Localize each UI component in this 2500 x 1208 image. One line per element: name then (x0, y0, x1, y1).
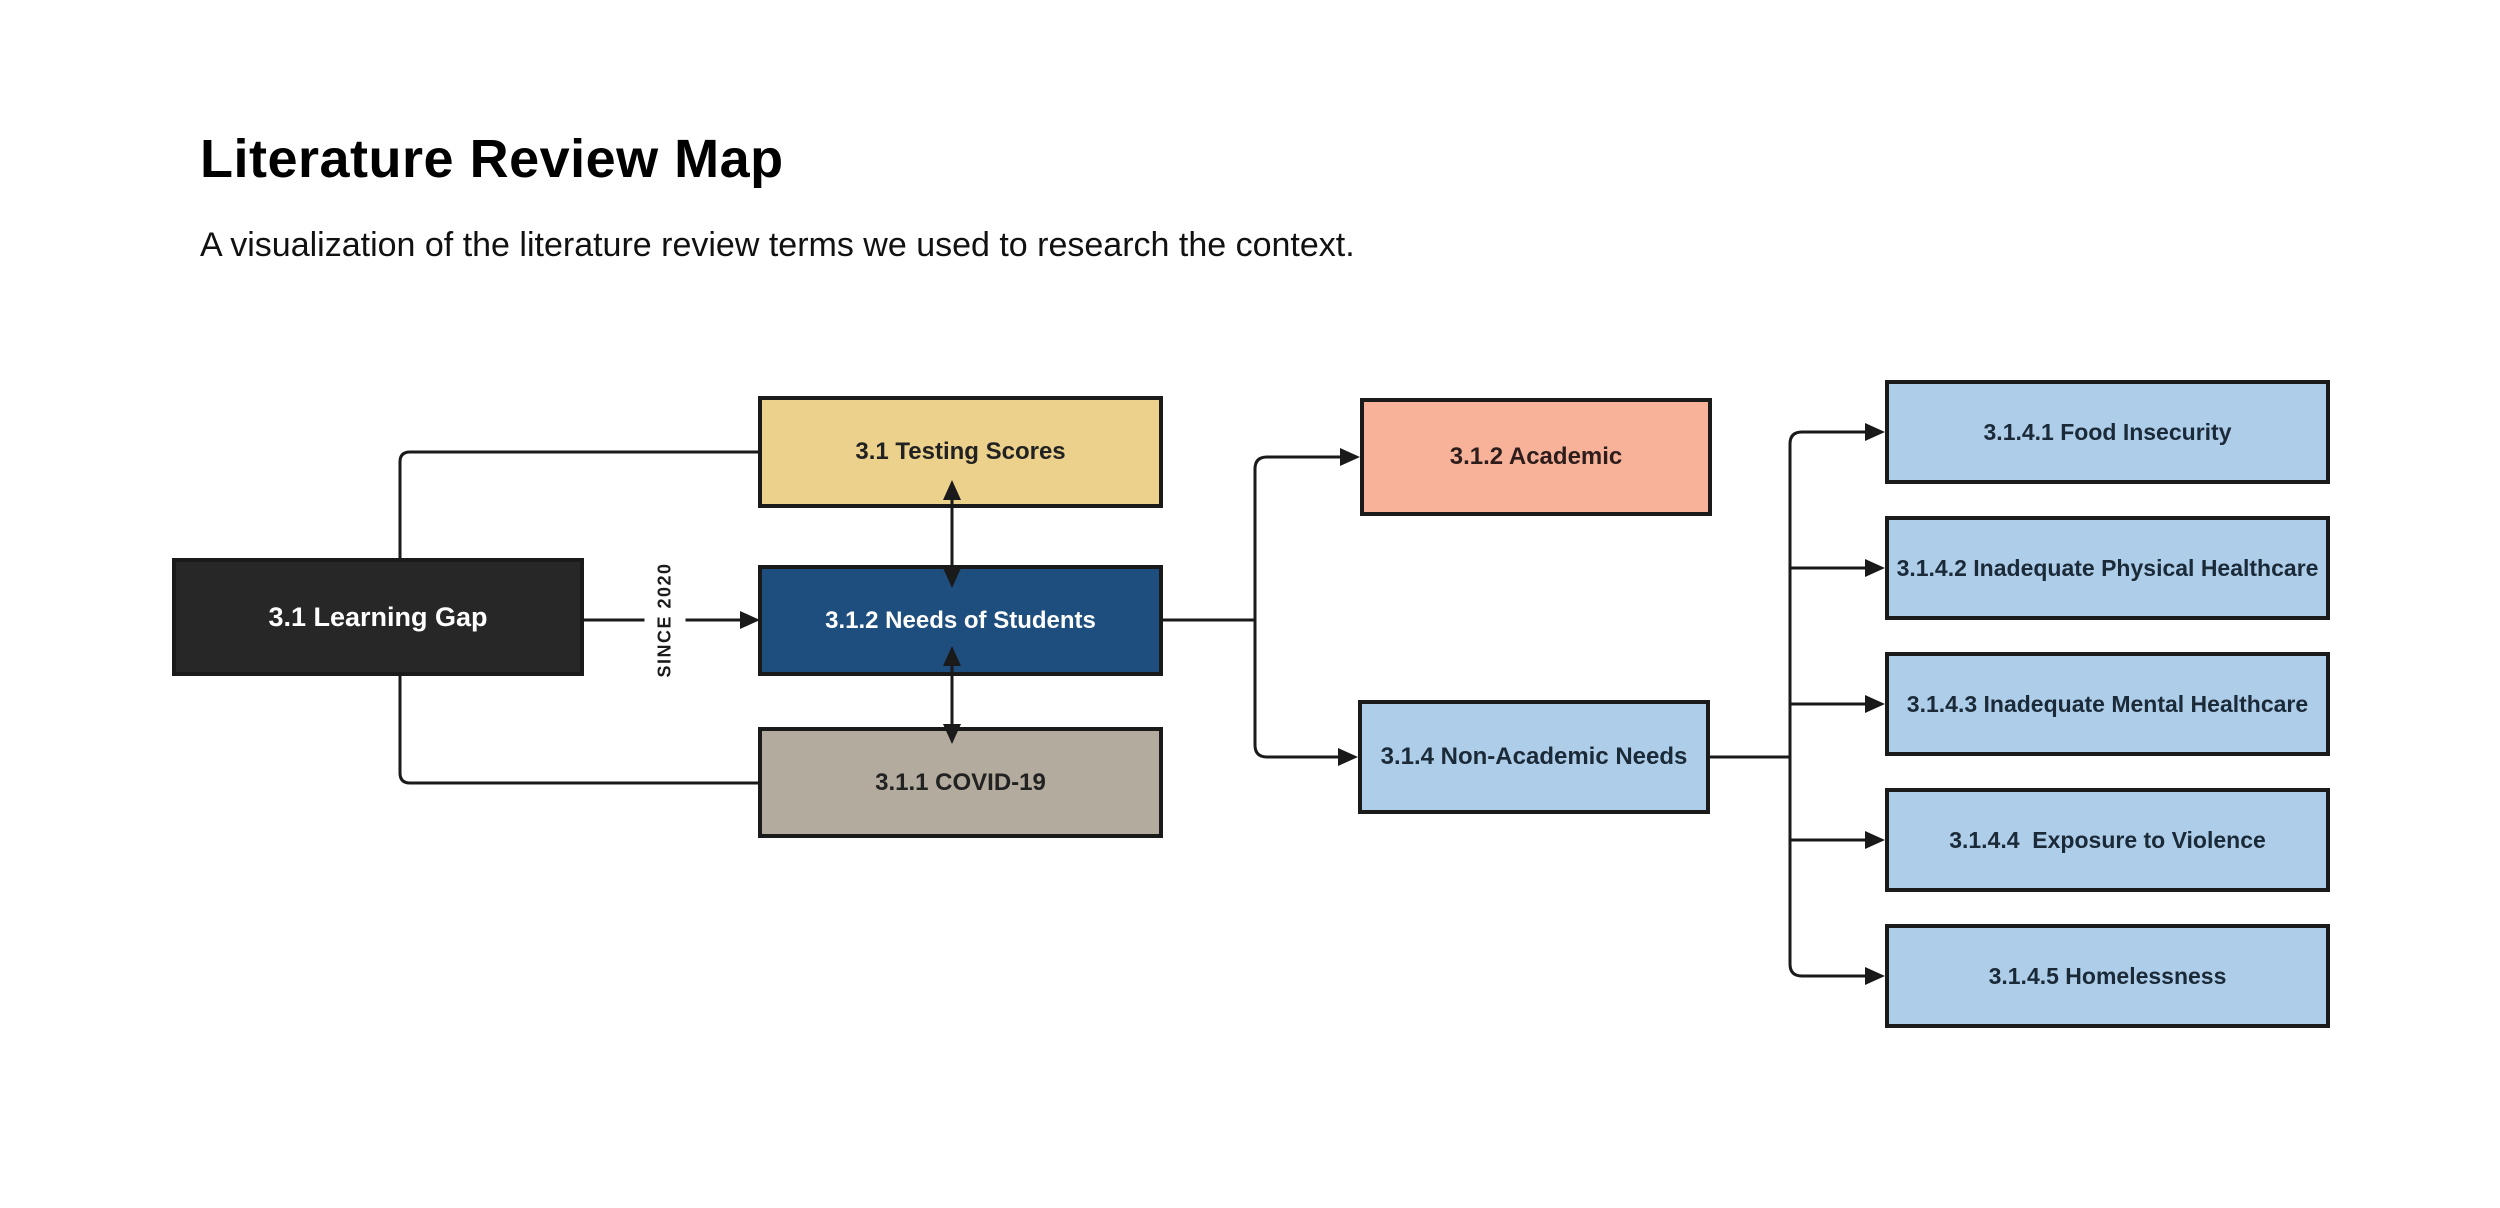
node-needs-of-students: 3.1.2 Needs of Students (758, 565, 1163, 676)
node-academic: 3.1.2 Academic (1360, 398, 1712, 516)
arrowhead-homelessness (1865, 967, 1885, 985)
node-non-academic-needs: 3.1.4 Non-Academic Needs (1358, 700, 1710, 814)
node-testing-scores-label: 3.1 Testing Scores (855, 438, 1066, 465)
arrowhead-physical-healthcare (1865, 559, 1885, 577)
node-learning-gap: 3.1 Learning Gap (172, 558, 584, 676)
node-food-insecurity: 3.1.4.1 Food Insecurity (1885, 380, 2330, 484)
arrowhead-needs (740, 611, 760, 629)
node-learning-gap-label: 3.1 Learning Gap (268, 601, 488, 632)
node-food-insecurity-label: 3.1.4.1 Food Insecurity (1983, 418, 2232, 445)
page-subtitle: A visualization of the literature review… (200, 226, 1355, 264)
edge-learning-gap-to-covid-19 (398, 676, 760, 785)
node-exposure-to-violence: 3.1.4.4 Exposure to Violence (1885, 788, 2330, 892)
edge-learning-gap-to-testing-scores (398, 450, 760, 558)
node-non-academic-needs-label: 3.1.4 Non-Academic Needs (1380, 743, 1688, 770)
node-homelessness: 3.1.4.5 Homelessness (1885, 924, 2330, 1028)
edge-label-since-2020: SINCE 2020 (644, 556, 686, 684)
node-testing-scores: 3.1 Testing Scores (758, 396, 1163, 508)
node-needs-of-students-label: 3.1.2 Needs of Students (825, 606, 1096, 634)
edge-trunk-to-food-insecurity (1788, 430, 1867, 757)
edge-trunk-to-homelessness (1788, 757, 1867, 978)
node-covid-19: 3.1.1 COVID-19 (758, 727, 1163, 838)
node-inadequate-physical-healthcare: 3.1.4.2 Inadequate Physical Healthcare (1885, 516, 2330, 620)
arrowhead-mental-healthcare (1865, 695, 1885, 713)
page-title: Literature Review Map (200, 129, 784, 189)
node-inadequate-mental-healthcare-label: 3.1.4.3 Inadequate Mental Healthcare (1906, 690, 2309, 717)
node-covid-19-label: 3.1.1 COVID-19 (875, 768, 1046, 796)
arrowhead-food-insecurity (1865, 423, 1885, 441)
arrowhead-exposure-violence (1865, 831, 1885, 849)
arrowhead-non-academic (1338, 748, 1358, 766)
node-homelessness-label: 3.1.4.5 Homelessness (1988, 962, 2227, 989)
edge-split-to-non-academic (1253, 620, 1340, 759)
node-exposure-to-violence-label: 3.1.4.4 Exposure to Violence (1949, 826, 2266, 853)
edge-split-to-academic (1253, 455, 1342, 620)
node-academic-label: 3.1.2 Academic (1449, 443, 1623, 470)
node-inadequate-mental-healthcare: 3.1.4.3 Inadequate Mental Healthcare (1885, 652, 2330, 756)
arrowhead-academic (1340, 448, 1360, 466)
node-inadequate-physical-healthcare-label: 3.1.4.2 Inadequate Physical Healthcare (1896, 554, 2319, 581)
